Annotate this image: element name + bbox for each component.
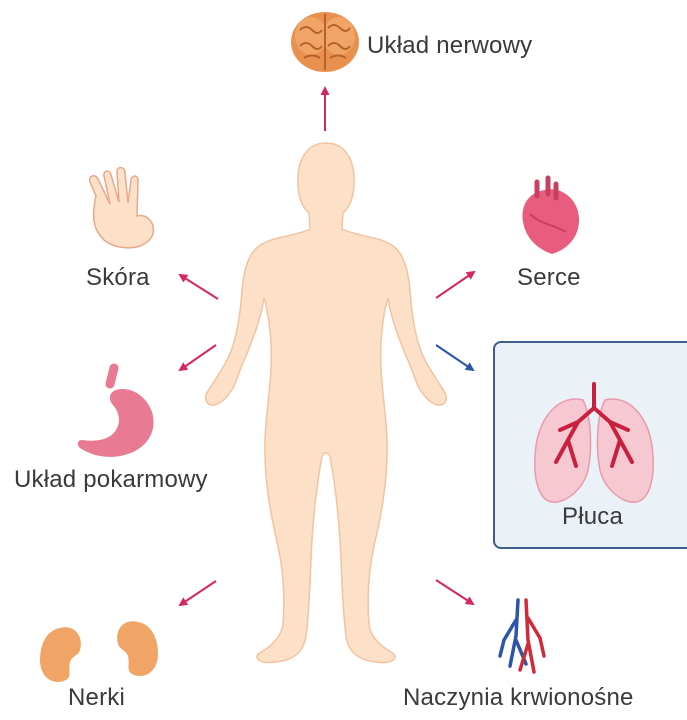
- lungs-icon: [535, 384, 653, 502]
- label-nervous-system: Układ nerwowy: [367, 32, 532, 60]
- label-digestive-system: Układ pokarmowy: [14, 466, 208, 494]
- stomach-icon: [78, 368, 154, 457]
- blood-vessels-icon: [500, 600, 544, 672]
- arrow-to-kidneys: [180, 581, 216, 605]
- kidneys-icon: [40, 621, 158, 682]
- arrow-to-digestive: [180, 345, 216, 370]
- arrow-to-heart: [436, 272, 474, 298]
- body-silhouette: [206, 143, 446, 663]
- arrow-to-vessels: [436, 580, 473, 604]
- arrow-to-lungs: [436, 345, 473, 370]
- hand-icon: [90, 168, 154, 248]
- label-skin: Skóra: [86, 264, 150, 292]
- label-lungs: Płuca: [562, 503, 623, 531]
- label-kidneys: Nerki: [68, 684, 125, 712]
- heart-icon: [522, 178, 579, 254]
- human-body-figure: [206, 143, 446, 663]
- brain-icon: [291, 12, 359, 72]
- label-heart: Serce: [517, 264, 581, 292]
- label-blood-vessels: Naczynia krwionośne: [403, 684, 634, 712]
- arrow-to-skin: [180, 275, 218, 299]
